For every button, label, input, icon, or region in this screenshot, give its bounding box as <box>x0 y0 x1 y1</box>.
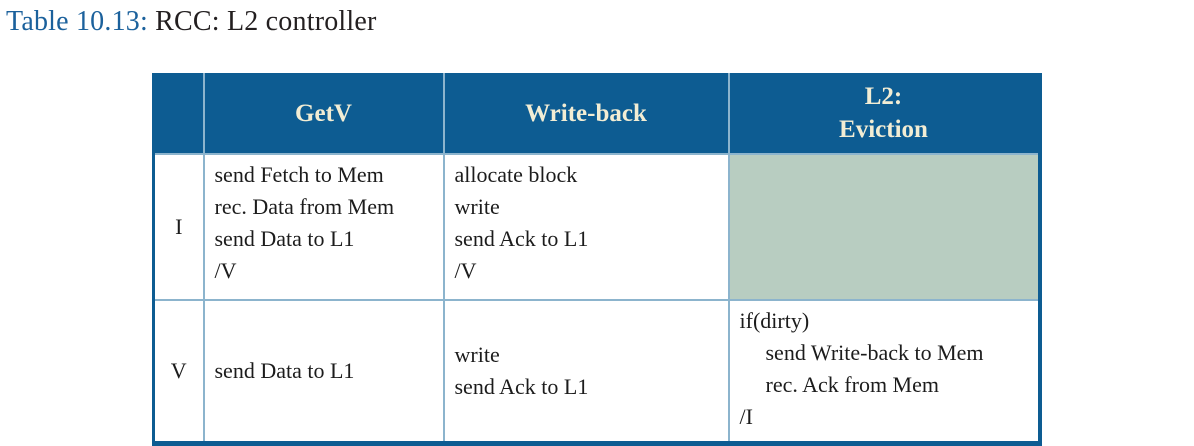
header-l2-eviction: L2: Eviction <box>727 73 1040 155</box>
cell-I-writeback: allocate block write send Ack to L1 /V <box>442 153 730 301</box>
state-label-I: I <box>152 153 205 301</box>
action-line: /V <box>214 258 237 283</box>
table-caption-title: RCC: L2 controller <box>155 6 377 37</box>
cell-I-eviction-empty <box>727 153 1041 301</box>
cell-V-getv: send Data to L1 <box>202 299 445 445</box>
table-row-state-V: V send Data to L1 write send Ack to L1 i… <box>152 299 1041 445</box>
action-line: send Fetch to Mem <box>214 162 384 187</box>
action-line: send Data to L1 <box>214 358 355 383</box>
table-caption-number: Table 10.13: <box>6 6 148 37</box>
cell-I-getv: send Fetch to Mem rec. Data from Mem sen… <box>202 153 445 301</box>
table-caption: Table 10.13: RCC: L2 controller <box>6 6 377 38</box>
action-line: rec. Ack from Mem <box>765 372 940 397</box>
action-line: /V <box>454 258 477 283</box>
cell-V-writeback: write send Ack to L1 <box>442 299 730 445</box>
header-state-column <box>153 73 204 155</box>
action-line: rec. Data from Mem <box>214 194 395 219</box>
action-line: send Ack to L1 <box>454 226 589 251</box>
header-getv: GetV <box>202 73 444 155</box>
header-l2-eviction-line1: L2: <box>864 83 903 110</box>
action-line: if(dirty) <box>739 308 810 333</box>
state-label-V: V <box>152 299 205 445</box>
action-line: write <box>454 342 500 367</box>
rcc-l2-controller-table: GetV Write-back L2: Eviction I send Fetc… <box>152 73 1042 446</box>
action-line: send Ack to L1 <box>454 374 589 399</box>
header-writeback: Write-back <box>442 73 729 155</box>
action-line: send Data to L1 <box>214 226 355 251</box>
header-l2-eviction-line2: Eviction <box>839 116 928 143</box>
table-row-state-I: I send Fetch to Mem rec. Data from Mem s… <box>152 153 1041 301</box>
action-line: allocate block <box>454 162 578 187</box>
cell-V-eviction: if(dirty) send Write-back to Mem rec. Ac… <box>727 299 1041 445</box>
action-line: write <box>454 194 500 219</box>
action-line: send Write-back to Mem <box>765 340 984 365</box>
action-line: /I <box>739 404 753 429</box>
table-header-row: GetV Write-back L2: Eviction <box>153 73 1040 155</box>
